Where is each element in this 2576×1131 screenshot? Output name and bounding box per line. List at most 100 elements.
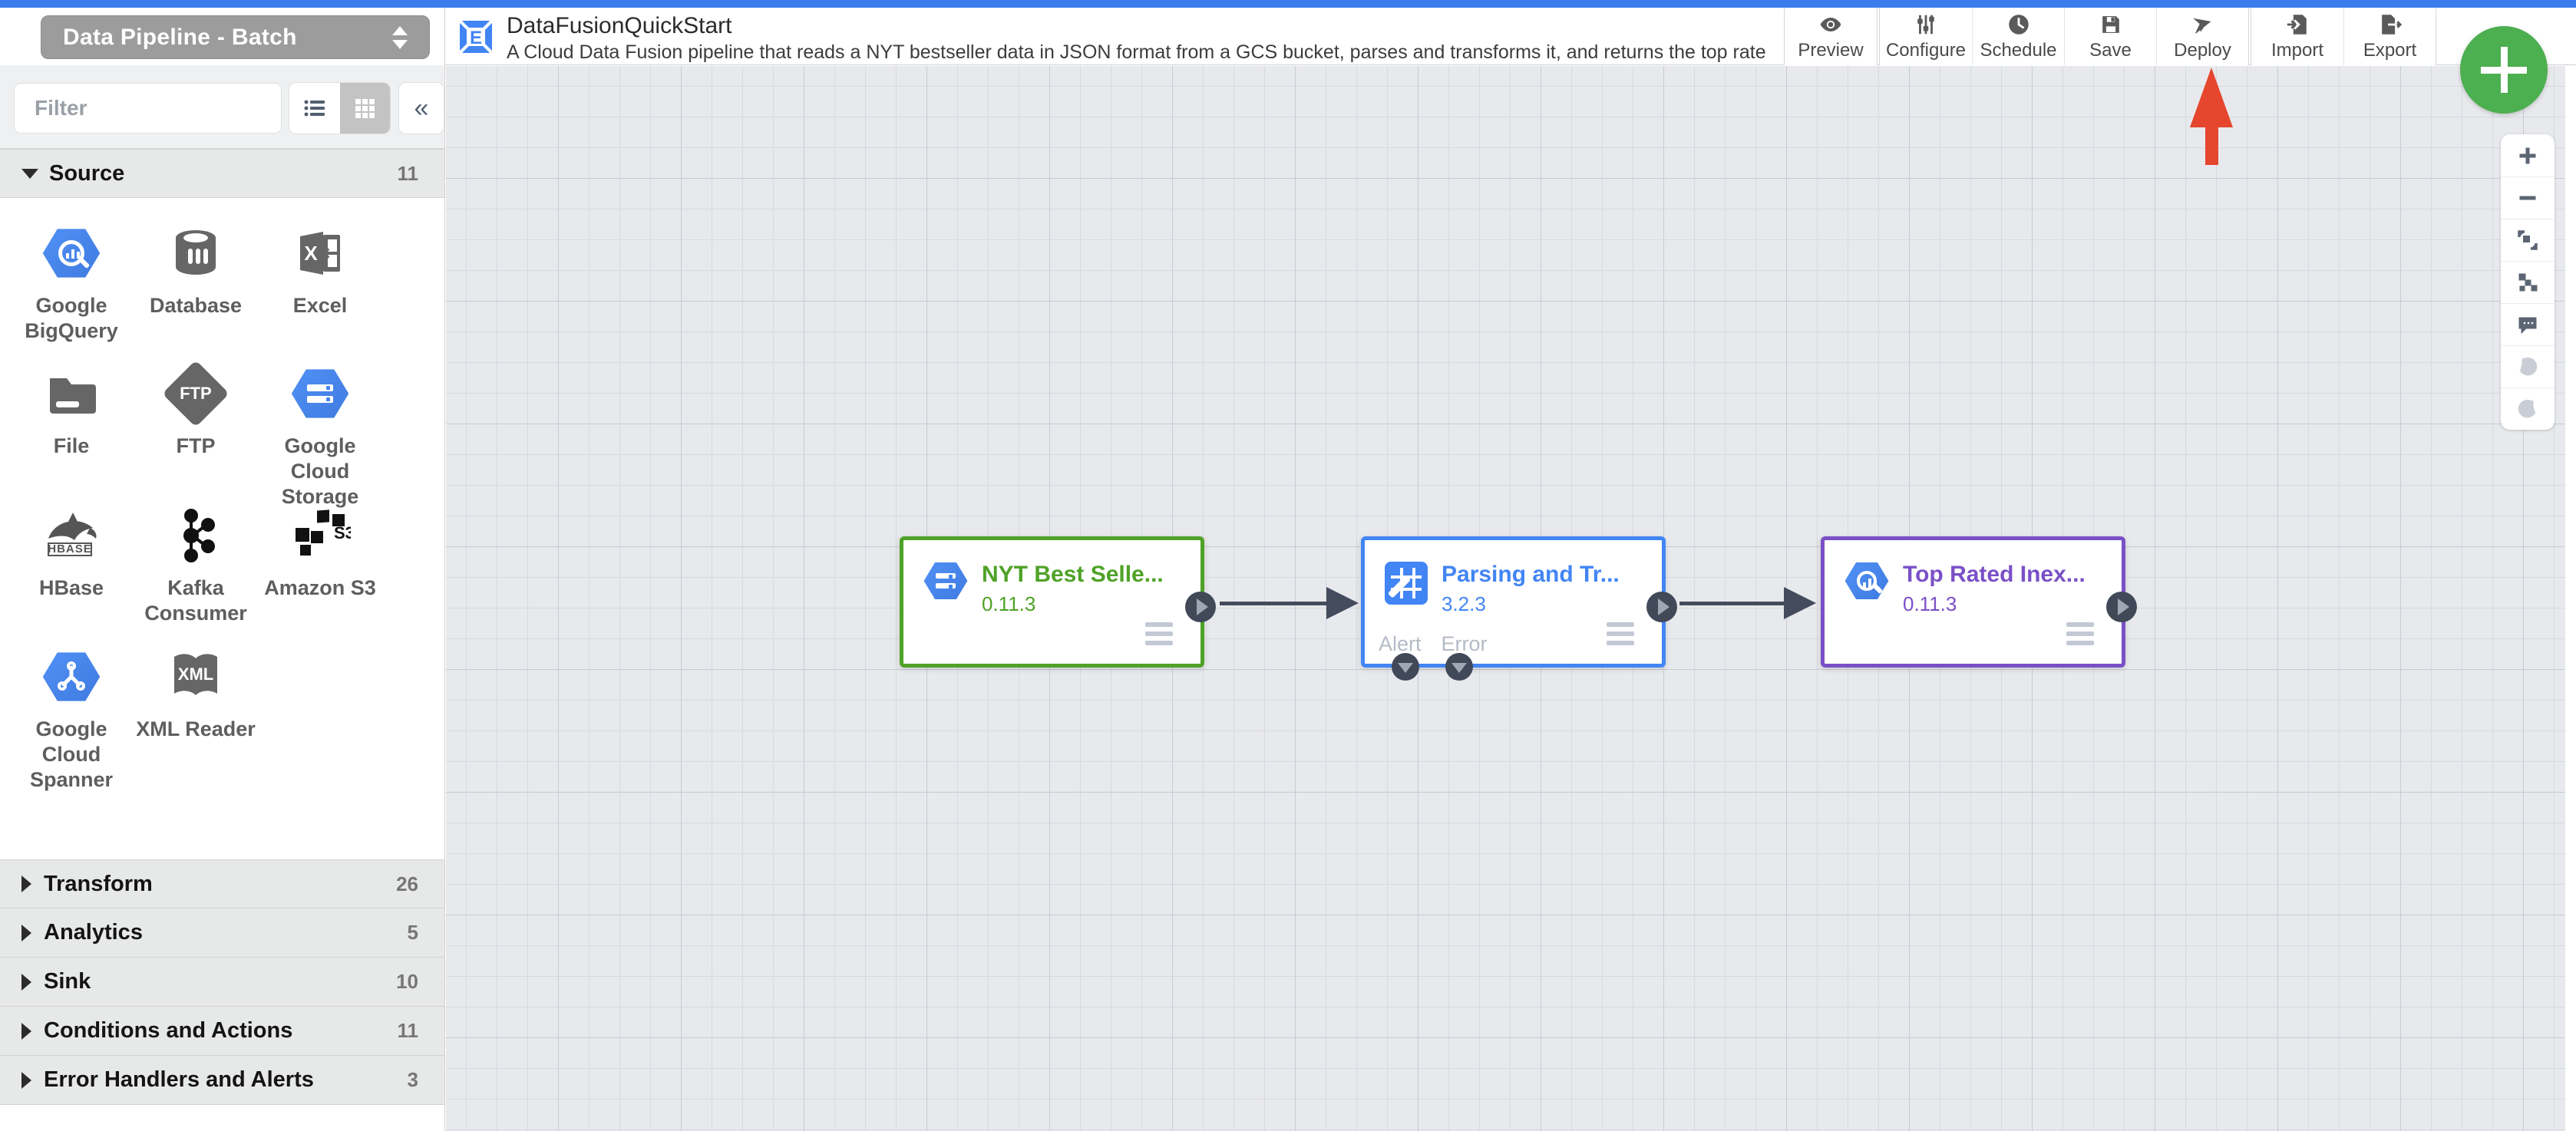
plugin-excel[interactable]: X Excel: [255, 223, 385, 318]
file-import-icon: [2287, 14, 2307, 35]
section-header-sink[interactable]: Sink 10: [0, 958, 444, 1007]
output-port[interactable]: [1185, 592, 1216, 622]
collapse-sidebar-button[interactable]: «: [399, 83, 444, 134]
caret-down-icon: [21, 168, 38, 179]
caret-right-icon: [21, 875, 31, 892]
caret-right-icon: [21, 973, 31, 991]
auto-align-button[interactable]: [2501, 261, 2555, 303]
alert-port[interactable]: [1392, 653, 1419, 681]
export-button[interactable]: Export: [2343, 8, 2436, 65]
pipeline-titles: DataFusionQuickStart A Cloud Data Fusion…: [507, 12, 1765, 64]
preview-button[interactable]: Preview: [1785, 8, 1877, 65]
node-menu-icon[interactable]: [1607, 622, 1634, 645]
preview-label: Preview: [1798, 39, 1864, 61]
configure-button[interactable]: Configure: [1880, 8, 1972, 65]
svg-text:XML: XML: [178, 664, 213, 684]
plugin-file[interactable]: File: [6, 363, 137, 459]
error-port[interactable]: [1445, 653, 1473, 681]
save-button[interactable]: Save: [2064, 8, 2156, 65]
section-header-analytics[interactable]: Analytics 5: [0, 908, 444, 958]
node-version: 3.2.3: [1442, 592, 1486, 615]
section-count: 11: [397, 161, 419, 185]
section-header-source[interactable]: Source 11: [0, 149, 444, 198]
hbase-icon: HBASE: [48, 513, 97, 556]
section-header-conditions-and-actions[interactable]: Conditions and Actions 11: [0, 1007, 444, 1056]
output-port[interactable]: [1646, 592, 1677, 622]
node-menu-icon[interactable]: [2066, 622, 2094, 645]
sidebar-filter-row: «: [0, 65, 444, 149]
plugin-hbase[interactable]: HBASE HBase: [6, 505, 137, 601]
minus-icon: [2519, 196, 2536, 200]
zoom-out-button[interactable]: [2501, 176, 2555, 219]
plugin-label: FTP: [176, 434, 216, 457]
scrollbar-gutter: [2565, 66, 2576, 1131]
output-port[interactable]: [2106, 592, 2137, 622]
plugin-label: HBase: [38, 576, 104, 599]
section-label: Conditions and Actions: [44, 1018, 293, 1043]
plugin-sidebar: « Source 11 Google BigQuery Database X E…: [0, 65, 445, 1131]
node-parsing-and-transform[interactable]: Parsing and Tr... 3.2.3 Alert Error: [1361, 536, 1677, 668]
grid-view-button[interactable]: [339, 83, 390, 134]
plugin-label: Kafka Consumer: [144, 576, 247, 625]
pipeline-description[interactable]: A Cloud Data Fusion pipeline that reads …: [507, 41, 1765, 63]
gcs-icon: [291, 369, 349, 418]
auto-align-icon: [2518, 273, 2538, 292]
node-nyt-best-sellers[interactable]: NYT Best Selle... 0.11.3: [900, 536, 1216, 668]
plugin-google-cloud-storage[interactable]: Google Cloud Storage: [255, 363, 385, 509]
clock-icon: [2008, 14, 2029, 35]
section-count: 11: [397, 1019, 419, 1042]
zoom-in-button[interactable]: [2501, 134, 2555, 176]
undo-button[interactable]: [2501, 345, 2555, 387]
bigquery-icon: [42, 229, 101, 278]
fit-to-screen-button[interactable]: [2501, 219, 2555, 261]
section-label: Sink: [44, 969, 91, 994]
redo-icon: [2518, 399, 2536, 418]
error-port-label: Error: [1441, 632, 1488, 655]
file-export-icon: [2381, 14, 2402, 35]
view-toggle: [289, 83, 390, 134]
node-title: Top Rated Inex...: [1903, 562, 2086, 587]
plugin-label: Google Cloud Storage: [281, 434, 359, 508]
ftp-icon: FTP: [162, 360, 230, 427]
node-menu-icon[interactable]: [1145, 622, 1173, 645]
section-count: 5: [407, 921, 418, 944]
section-header-error-handlers-and-alerts[interactable]: Error Handlers and Alerts 3: [0, 1056, 444, 1105]
folder-icon: [50, 378, 96, 414]
plugin-kafka-consumer[interactable]: Kafka Consumer: [130, 505, 261, 626]
plugin-label: File: [53, 434, 90, 457]
section-label: Error Handlers and Alerts: [44, 1067, 314, 1092]
section-header-transform[interactable]: Transform 26: [0, 859, 444, 908]
schedule-button[interactable]: Schedule: [1972, 8, 2064, 65]
list-view-button[interactable]: [289, 83, 340, 134]
import-button[interactable]: Import: [2251, 8, 2343, 65]
plugin-amazon-s3[interactable]: S3 Amazon S3: [255, 505, 385, 601]
pipeline-name[interactable]: DataFusionQuickStart: [507, 13, 732, 38]
plugin-label: XML Reader: [136, 717, 256, 740]
import-label: Import: [2271, 39, 2323, 61]
deploy-label: Deploy: [2174, 39, 2231, 61]
svg-text:E: E: [470, 28, 482, 48]
plugin-google-cloud-spanner[interactable]: Google Cloud Spanner: [6, 646, 137, 793]
pipeline-type-dropdown[interactable]: Data Pipeline - Batch: [41, 15, 430, 59]
paper-plane-icon: [2192, 18, 2211, 34]
plugin-xml-reader[interactable]: XML XML Reader: [130, 646, 261, 742]
comment-icon: [2518, 317, 2537, 335]
browser-top-strip: [0, 0, 2576, 8]
filter-input[interactable]: [14, 83, 282, 134]
toolbar-group-config: Configure Schedule Save Deploy: [1879, 8, 2249, 65]
comment-button[interactable]: [2501, 303, 2555, 345]
add-plugin-fab-button[interactable]: [2460, 26, 2548, 114]
schedule-label: Schedule: [1980, 39, 2057, 61]
configure-label: Configure: [1885, 39, 1967, 61]
pipeline-canvas[interactable]: [446, 66, 2576, 1131]
plugin-label: Excel: [292, 294, 348, 317]
plugin-database[interactable]: Database: [130, 223, 261, 318]
plugin-ftp[interactable]: FTP FTP: [130, 360, 261, 459]
toolbar-group-preview: Preview: [1784, 8, 1878, 65]
deploy-button[interactable]: Deploy: [2156, 8, 2248, 65]
node-top-rated-inexpensive[interactable]: Top Rated Inex... 0.11.3: [1821, 536, 2137, 668]
plugin-google-bigquery[interactable]: Google BigQuery: [6, 223, 137, 344]
redo-button[interactable]: [2501, 387, 2555, 430]
gcs-icon: [923, 562, 968, 599]
grid-view-icon: [355, 99, 375, 118]
